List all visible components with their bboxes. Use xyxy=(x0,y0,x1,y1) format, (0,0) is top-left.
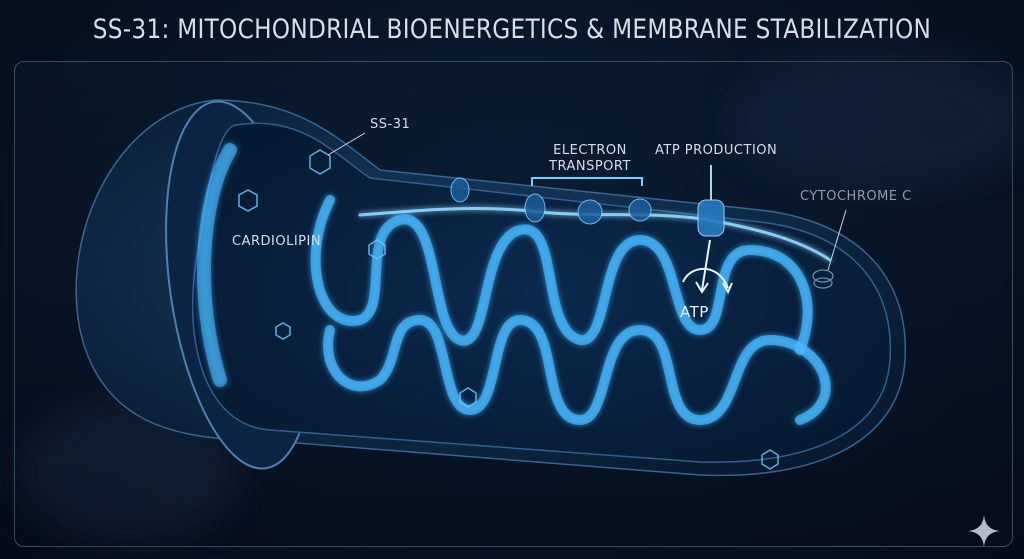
diagram-title: SS-31: MITOCHONDRIAL BIOENERGETICS & MEM… xyxy=(92,14,932,45)
ss31-molecules xyxy=(238,149,779,470)
cytochrome-c-molecule xyxy=(812,269,834,289)
label-ss31: SS-31 xyxy=(370,117,411,132)
label-cardiolipin: CARDIOLIPIN xyxy=(232,234,322,249)
background-blob xyxy=(20,400,240,540)
atp-arrows xyxy=(682,239,733,295)
label-atp-production: ATP PRODUCTION xyxy=(655,143,778,158)
leader-lines xyxy=(327,132,847,271)
label-electron-transport-line1: ELECTRON xyxy=(553,143,627,158)
sparkle-icon xyxy=(968,515,1000,547)
label-atp: ATP xyxy=(680,303,709,321)
atp-synthase xyxy=(697,165,725,237)
label-cytochrome-c: CYTOCHROME C xyxy=(800,189,912,204)
electron-transport-complexes xyxy=(450,177,652,225)
cristae xyxy=(196,143,832,426)
background-blob xyxy=(730,50,1024,190)
label-electron-transport: ELECTRON TRANSPORT xyxy=(540,143,640,175)
label-electron-transport-line2: TRANSPORT xyxy=(549,159,631,174)
